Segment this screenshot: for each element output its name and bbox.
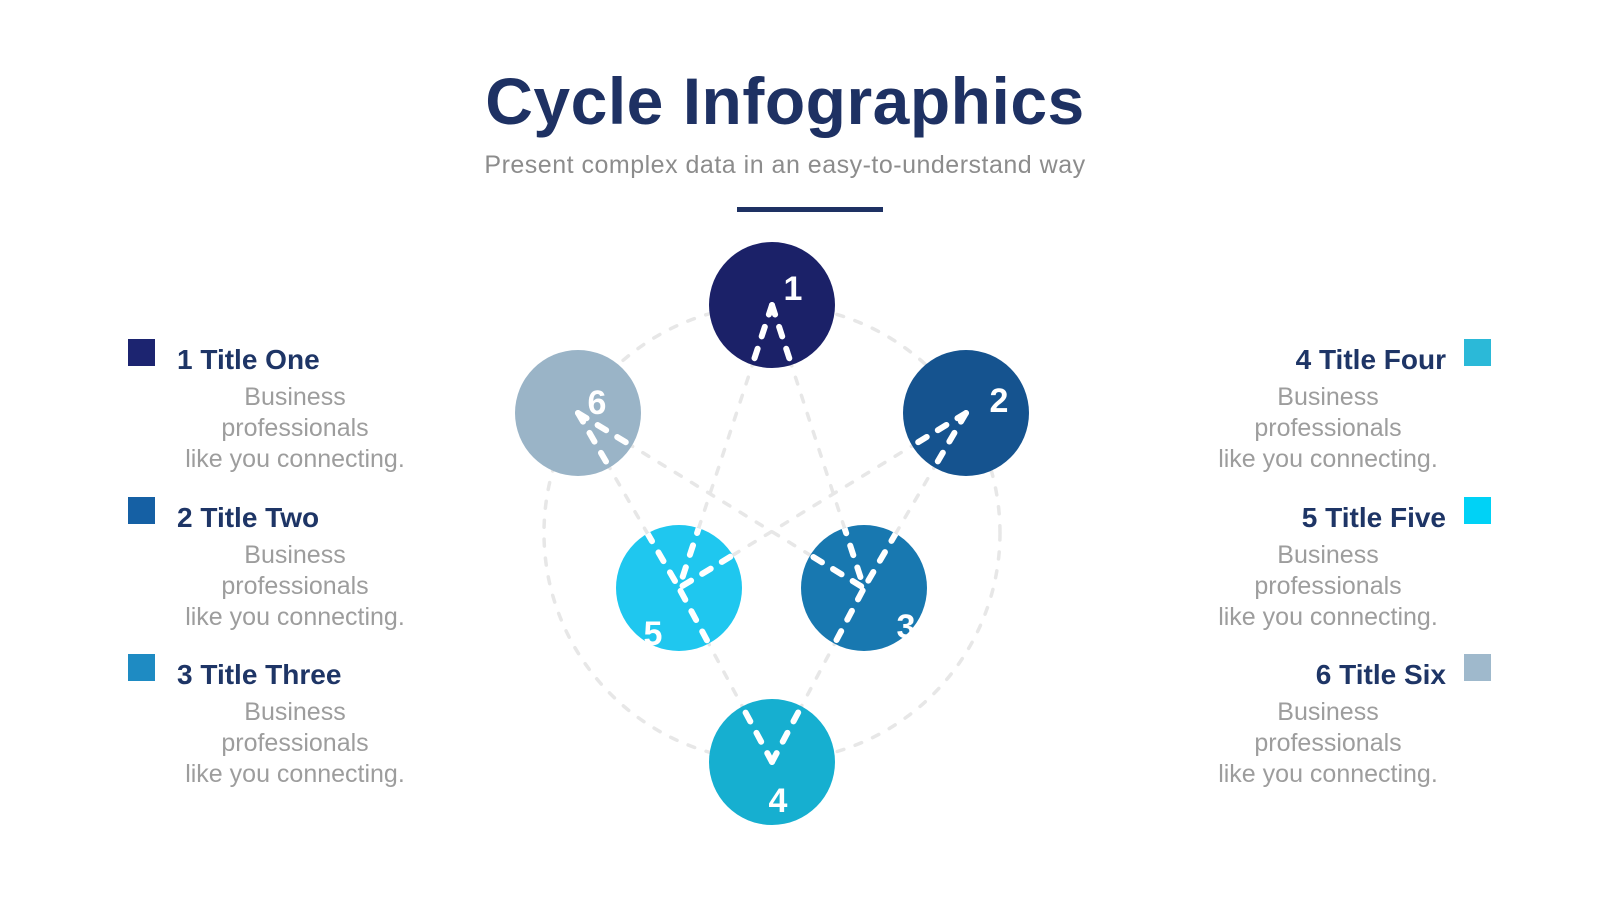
chord-6-5 xyxy=(576,411,681,590)
entry-6-bullet xyxy=(1464,654,1491,681)
cycle-node-5 xyxy=(616,525,742,651)
node-3-number: 3 xyxy=(897,608,916,646)
entry-4-description: Business professionals like you connecti… xyxy=(1210,382,1446,475)
title-divider xyxy=(737,207,883,212)
entry-desc-line: like you connecting. xyxy=(1218,445,1438,473)
entry-desc-line: like you connecting. xyxy=(185,445,405,473)
entry-item-2: 2 Title Two Business professionals like … xyxy=(128,497,413,633)
entry-desc-line: Business professionals xyxy=(221,541,369,600)
chord-4-3 xyxy=(770,586,866,764)
entry-desc-line: Business professionals xyxy=(221,383,369,442)
node-numbers: 1 2 3 4 5 6 xyxy=(588,270,1009,820)
page-title: Cycle Infographics xyxy=(485,64,1085,138)
entry-3-title: 3 Title Three xyxy=(177,659,342,690)
entry-2-bullet xyxy=(128,497,155,524)
outer-ring xyxy=(542,303,1002,763)
entry-3-description: Business professionals like you connecti… xyxy=(177,697,413,790)
entry-1-title: 1 Title One xyxy=(177,344,320,375)
entry-item-3: 3 Title Three Business professionals lik… xyxy=(128,654,413,790)
entry-6-description: Business professionals like you connecti… xyxy=(1210,697,1446,790)
entry-desc-line: like you connecting. xyxy=(185,603,405,631)
entry-2-title: 2 Title Two xyxy=(177,502,320,533)
entry-5-title: 5 Title Five xyxy=(1301,502,1446,533)
entry-6-title: 6 Title Six xyxy=(1315,659,1446,690)
entry-4-title: 4 Title Four xyxy=(1295,344,1446,375)
chord-2-3 xyxy=(862,411,968,590)
entry-1-bullet xyxy=(128,339,155,366)
entry-desc-line: Business professionals xyxy=(1254,541,1402,600)
entry-item-5: 5 Title Five Business professionals like… xyxy=(1210,497,1491,633)
node-5-number: 5 xyxy=(644,615,663,653)
entry-5-description: Business professionals like you connecti… xyxy=(1210,540,1446,633)
entry-desc-line: like you connecting. xyxy=(185,760,405,788)
entry-1-description: Business professionals like you connecti… xyxy=(177,382,413,475)
entry-2-description: Business professionals like you connecti… xyxy=(177,540,413,633)
page-subtitle: Present complex data in an easy-to-under… xyxy=(484,151,1086,179)
entry-4-bullet xyxy=(1464,339,1491,366)
entry-desc-line: Business professionals xyxy=(1254,698,1402,757)
entry-3-bullet xyxy=(128,654,155,681)
entry-item-4: 4 Title Four Business professionals like… xyxy=(1210,339,1491,475)
node-4-number: 4 xyxy=(769,782,788,820)
entry-desc-line: like you connecting. xyxy=(1218,603,1438,631)
cycle-nodes xyxy=(515,242,1029,825)
entry-desc-line: Business professionals xyxy=(1254,383,1402,442)
entry-desc-line: Business professionals xyxy=(221,698,369,757)
entry-item-1: 1 Title One Business professionals like … xyxy=(128,339,413,475)
chord-4-5 xyxy=(677,586,774,764)
node-2-number: 2 xyxy=(990,382,1009,420)
entry-item-6: 6 Title Six Business professionals like … xyxy=(1210,654,1491,790)
entry-5-bullet xyxy=(1464,497,1491,524)
node-6-number: 6 xyxy=(588,384,607,422)
entry-desc-line: like you connecting. xyxy=(1218,760,1438,788)
node-1-number: 1 xyxy=(784,270,803,308)
header: Cycle Infographics Present complex data … xyxy=(0,0,1570,180)
